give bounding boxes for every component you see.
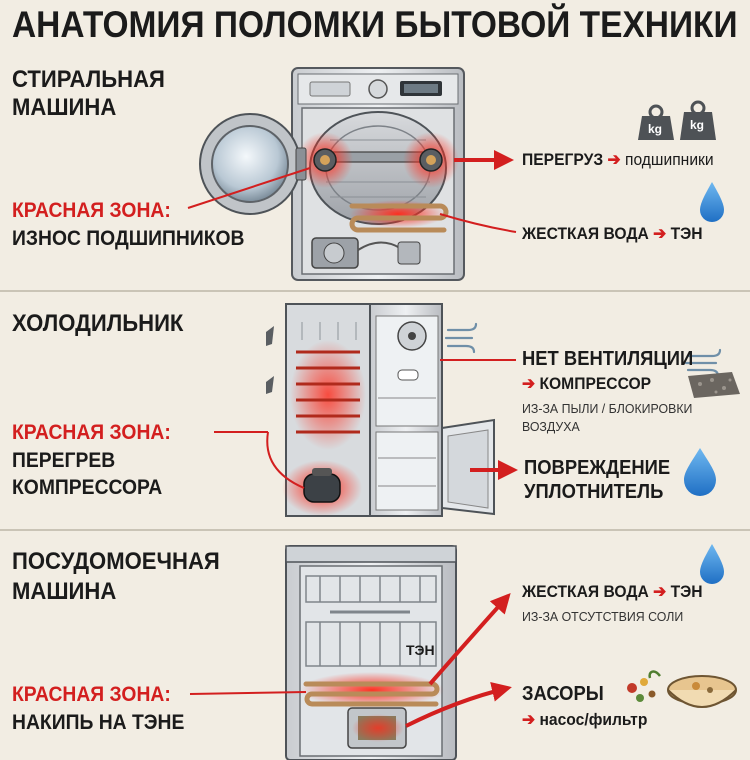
fridge-note-line2: ВОЗДУХА (522, 419, 580, 434)
food-debris-icon (627, 670, 737, 708)
washer-problem: ИЗНОС ПОДШИПНИКОВ (12, 227, 245, 250)
weight-icon (638, 100, 716, 140)
washer-title-line2: МАШИНА (12, 94, 117, 121)
water-drop-icon (684, 448, 716, 496)
washer-cause-hard-water: ЖЕСТКАЯ ВОДА ➔ ТЭН (522, 224, 703, 243)
dishwasher-cause-hard-water: ЖЕСТКАЯ ВОДА ➔ ТЭН (522, 582, 703, 601)
dishwasher-illustration (285, 545, 457, 760)
fridge-title: ХОЛОДИЛЬНИК (12, 310, 184, 337)
weight-label-1: kg (648, 122, 663, 136)
fridge-cause-seal-line2: УПЛОТНИТЕЛЬ (524, 481, 664, 503)
dishwasher-red-zone-label: КРАСНАЯ ЗОНА: (12, 683, 171, 706)
fridge-illustration (282, 303, 495, 517)
washer-red-zone-label: КРАСНАЯ ЗОНА: (12, 199, 171, 222)
washing-machine-illustration (199, 67, 465, 281)
dishwasher-note: ИЗ-ЗА ОТСУТСТВИЯ СОЛИ (522, 609, 684, 624)
dishwasher-cause-clogs: ЗАСОРЫ (522, 683, 604, 705)
dishwasher-title-line2: МАШИНА (12, 578, 117, 605)
washer-title-line1: СТИРАЛЬНАЯ (12, 66, 165, 93)
page-title: АНАТОМИЯ ПОЛОМКИ БЫТОВОЙ ТЕХНИКИ (12, 4, 738, 45)
fridge-cause-compressor: ➔ КОМПРЕССОР (522, 374, 652, 393)
fridge-red-zone-label: КРАСНАЯ ЗОНА: (12, 421, 171, 444)
dust-icon (688, 372, 740, 398)
dishwasher-problem: НАКИПЬ НА ТЭНЕ (12, 711, 185, 734)
water-drop-icon (700, 544, 724, 584)
fridge-cause-seal-line1: ПОВРЕЖДЕНИЕ (524, 457, 671, 479)
dishwasher-heater-label: ТЭН (406, 642, 435, 658)
fridge-note-line1: ИЗ-ЗА ПЫЛИ / БЛОКИРОВКИ (522, 401, 693, 416)
fridge-cause-ventilation: НЕТ ВЕНТИЛЯЦИИ (522, 348, 694, 370)
dishwasher-cause-pump: ➔ насос/фильтр (522, 710, 648, 729)
fridge-problem-line1: ПЕРЕГРЕВ (12, 449, 116, 472)
dishwasher-title-line1: ПОСУДОМОЕЧНАЯ (12, 548, 220, 575)
fridge-problem-line2: КОМПРЕССОРА (12, 476, 163, 499)
washer-cause-overload: ПЕРЕГРУЗ ➔ подшипники (522, 150, 714, 169)
weight-label-2: kg (690, 118, 705, 132)
water-drop-icon (700, 182, 724, 222)
